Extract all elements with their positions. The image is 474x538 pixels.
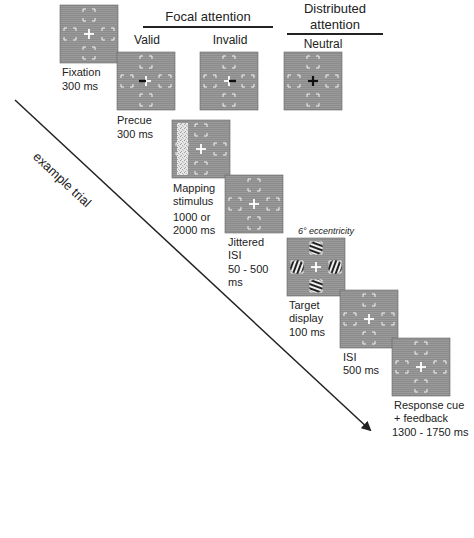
screen [340,290,398,348]
placeholder [396,361,408,373]
step-label: Jittered ISI [228,236,278,262]
step-label: Mapping stimulus [173,182,225,208]
placeholder [434,361,446,373]
placeholder [307,94,319,106]
fixation-cross [253,199,255,209]
step-label: 500 ms [343,364,383,377]
placeholder [83,9,95,21]
screen-ground [284,52,342,110]
gabor-patch [328,260,342,274]
placeholder [382,313,394,325]
placeholder [248,179,260,191]
step-label: 100 ms [289,326,339,339]
gabor-patch [290,260,304,274]
step-label: 50 - 500 ms [228,263,286,289]
placeholder [64,28,76,40]
time-axis-label: example trial [20,140,104,220]
screen-ground [340,290,398,348]
placeholder [267,198,279,210]
step-label: 300 ms [117,128,169,141]
screen [60,5,118,63]
screen [200,52,258,110]
precue-arm [139,80,146,82]
step-label: Precue [117,114,169,127]
placeholder [229,198,241,210]
screen-ground [60,5,118,63]
step-label: 1000 or 2000 ms [173,211,225,237]
placeholder [223,94,235,106]
placeholder [291,261,303,273]
placeholder [214,143,226,155]
screen-ground [172,120,230,178]
screen-ground [117,52,175,110]
mapping-bar [177,123,188,175]
gabor-patch [309,279,323,293]
placeholder [344,313,356,325]
placeholder [363,332,375,344]
screen [172,120,230,178]
placeholder [415,342,427,354]
step-label: 6° eccentricity [298,226,370,237]
placeholder [102,28,114,40]
placeholder [363,294,375,306]
placeholder [415,380,427,392]
placeholder [248,217,260,229]
fixation-cross [312,76,314,86]
screen [284,52,342,110]
fixation-cross [315,262,317,272]
placeholder [288,75,300,87]
screen-ground [392,338,450,396]
step-label: 1300 - 1750 ms [392,426,470,439]
condition-label: Invalid [205,33,255,47]
step-label: Fixation [62,66,122,79]
screen [117,52,175,110]
fixation-cross [88,29,90,39]
condition-label: Distributed attention [284,1,386,32]
fixation-cross [200,144,202,154]
precue-arm [229,80,236,82]
placeholder [195,124,207,136]
placeholder [121,75,133,87]
fixation-cross [368,314,370,324]
screen-ground [225,175,283,233]
time-arrow [15,100,370,430]
condition-label: Neutral [295,37,351,51]
placeholder [307,56,319,68]
placeholder [326,75,338,87]
placeholder [195,162,207,174]
screen [392,338,450,396]
placeholder [329,261,341,273]
placeholder [310,242,322,254]
placeholder [223,56,235,68]
header-rule [287,33,383,35]
step-label: Target display [289,299,339,325]
placeholder [83,47,95,59]
screen-ground [287,238,345,296]
step-label: 300 ms [62,80,122,93]
step-label: ISI [343,351,383,364]
placeholder [140,94,152,106]
condition-label: Focal attention [140,9,276,25]
screen-ground [200,52,258,110]
gabor-patch [309,241,323,255]
screen [225,175,283,233]
placeholder [204,75,216,87]
placeholder [159,75,171,87]
header-rule [143,26,273,28]
placeholder [242,75,254,87]
step-label: Response cue + feedback [394,399,470,425]
screen [287,238,345,296]
placeholder [140,56,152,68]
placeholder [310,280,322,292]
fixation-cross [420,362,422,372]
condition-label: Valid [122,33,172,47]
